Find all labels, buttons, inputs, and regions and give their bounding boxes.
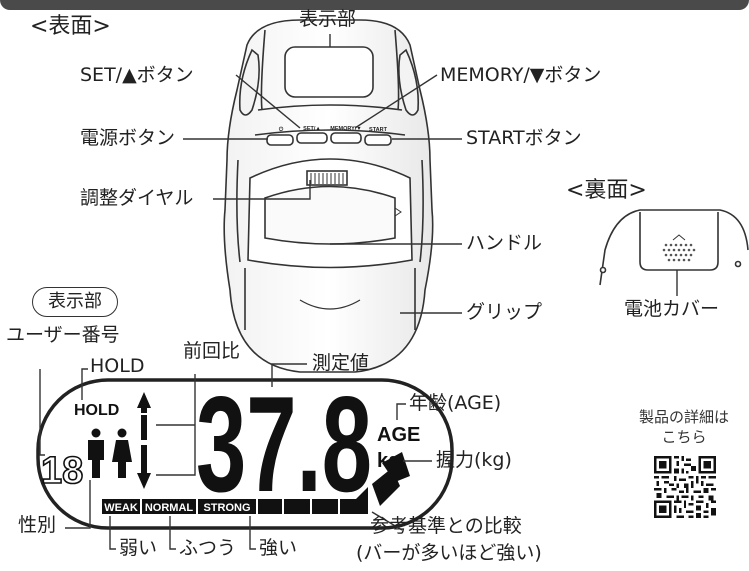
leader-lines-top <box>183 34 678 314</box>
lcd-strong: STRONG <box>203 502 250 514</box>
top-bar <box>0 0 749 10</box>
battery-cover-label: 電池カバー <box>624 298 720 320</box>
set-button-label: SET/▲ボタン <box>80 64 194 86</box>
power-button-label: 電源ボタン <box>80 127 176 149</box>
memory-button-shape <box>330 132 362 144</box>
qr-caption-line1: 製品の詳細は <box>638 408 729 426</box>
grip-strength-label: 握力(kg) <box>436 449 512 471</box>
battery-cover-shape <box>639 212 719 271</box>
qr-caption: 製品の詳細は こちら <box>624 407 744 448</box>
front-display-window <box>284 46 374 98</box>
strong-label: 強い <box>259 537 298 559</box>
grip-label: グリップ <box>466 301 543 323</box>
set-button-shape <box>296 132 328 144</box>
qr-caption-line2: こちら <box>661 428 707 447</box>
handle-label: ハンドル <box>466 232 543 254</box>
lcd-panel: HOLD 18 37.8 AGE kg <box>36 368 454 530</box>
lcd-age: AGE <box>377 424 420 446</box>
leader-lines-lcd <box>39 363 432 550</box>
female-icon <box>112 428 132 478</box>
speaker-dots <box>662 243 696 262</box>
start-button-shape <box>364 134 392 146</box>
dial-label: 調整ダイヤル <box>80 187 194 209</box>
lcd-user-digits: 18 <box>41 450 83 492</box>
handle-shape <box>264 185 396 245</box>
weak-label: 弱い <box>119 537 158 559</box>
age-label: 年齢(AGE) <box>409 392 502 414</box>
normal-label: ふつう <box>179 537 237 559</box>
male-icon <box>88 428 104 478</box>
hold-label: HOLD <box>90 355 145 377</box>
measured-value-label: 測定値 <box>312 352 370 374</box>
previous-ratio-label: 前回比 <box>183 340 241 362</box>
start-button-label: STARTボタン <box>466 127 582 149</box>
back-section-title: <裏面> <box>566 178 647 203</box>
front-section-title: <表面> <box>30 14 111 39</box>
display-label: 表示部 <box>299 8 357 30</box>
front-device <box>223 19 434 373</box>
memory-mini-label: MEMORY/▼ <box>330 126 362 132</box>
user-number-label: ユーザー番号 <box>6 324 120 346</box>
start-mini-label: START <box>369 127 388 133</box>
device-button-texts: ⏻ SET/▲ MEMORY/▼ START <box>279 126 388 133</box>
power-button-shape <box>266 134 294 146</box>
trend-arrows-icon <box>137 392 151 489</box>
strength-bars <box>102 452 410 514</box>
lcd-weak: WEAK <box>104 502 138 514</box>
qr-code[interactable] <box>654 456 716 518</box>
reference-note-label: (バーが多いほど強い) <box>356 542 542 564</box>
lcd-hold: HOLD <box>74 402 119 419</box>
lcd-normal: NORMAL <box>145 502 194 514</box>
back-device <box>599 209 749 286</box>
set-mini-label: SET/▲ <box>303 126 321 132</box>
reference-comparison-label: 参考基準との比較 <box>370 515 522 537</box>
display-section-badge: 表示部 <box>32 287 118 317</box>
gender-label: 性別 <box>18 514 57 536</box>
memory-button-label: MEMORY/▼ボタン <box>440 64 602 86</box>
lcd-value: 37.8 <box>196 368 372 520</box>
power-symbol: ⏻ <box>279 126 284 133</box>
